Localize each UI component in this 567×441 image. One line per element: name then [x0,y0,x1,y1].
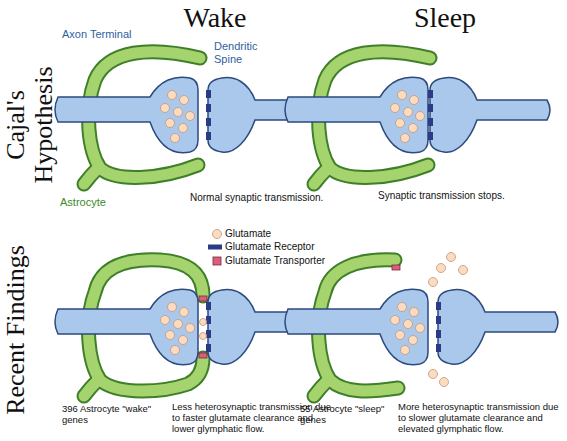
part-name: Astrocyte [60,196,106,209]
panel-note: Normal synaptic transmission. [190,192,323,204]
panel-note: Synaptic transmission stops. [378,190,505,202]
row-header: Cajal's Hypothesis [2,40,58,210]
legend-text: Glutamate [225,228,271,240]
legend-samples [208,230,222,266]
row-header: Recent Findings [2,245,58,415]
column-header: Sleep [400,2,490,34]
legend-sample [208,245,222,250]
panel-note: More heterosynaptic transmission due to … [398,402,564,435]
synapse-cajal-sleep [285,52,550,184]
gene-count: 396 Astrocyte "wake" genes [62,404,157,426]
synapse-recent-sleep [285,253,558,397]
legend-sample [213,257,221,265]
part-name: Axon Terminal [62,28,132,41]
column-header: Wake [170,2,260,34]
legend-sample [213,230,222,239]
gene-count: 55 Astrocyte "sleep" genes [300,404,395,426]
part-name: Dendritic Spine [214,40,274,65]
legend-text: Glutamate Receptor [225,241,315,253]
legend-text: Glutamate Transporter [225,255,325,267]
